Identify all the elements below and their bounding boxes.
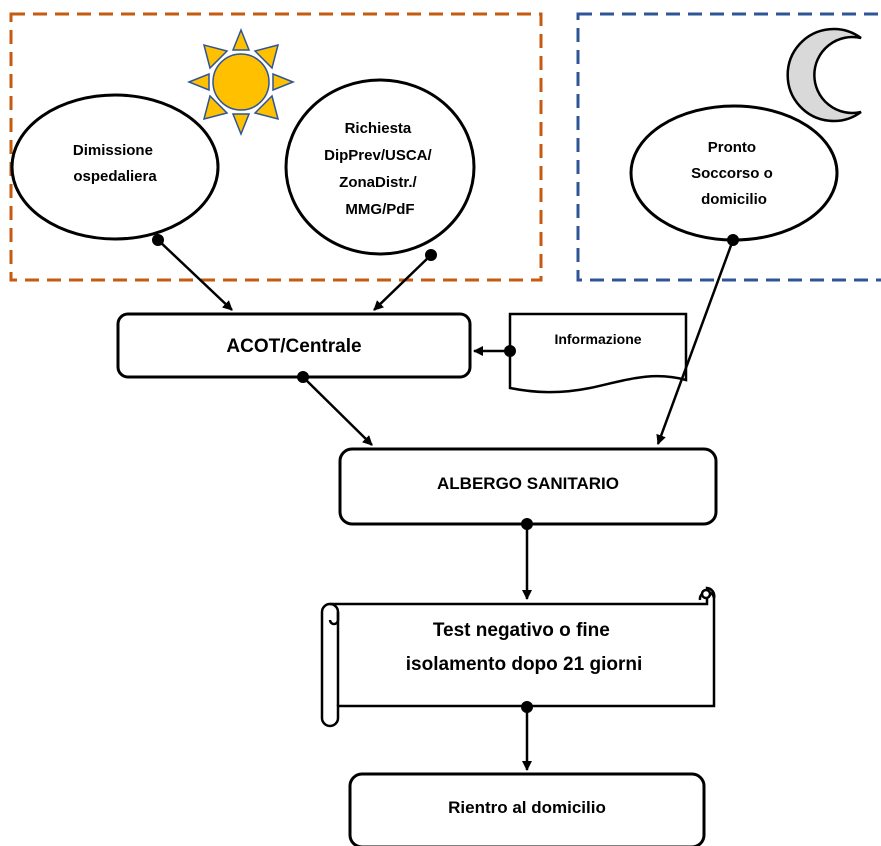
node-informazione: Informazione: [508, 312, 688, 394]
node-richiesta-line-1: Richiesta: [345, 120, 412, 137]
sun-icon: [186, 27, 296, 137]
node-pronto-line-1: Pronto: [708, 139, 756, 156]
connector-dimissione-acot: [152, 234, 233, 311]
svg-text:Pronto Soccorso o: Pronto Soccorso o domicilio: [691, 139, 777, 208]
node-richiesta-line-3: ZonaDistr./: [339, 174, 417, 191]
node-test-text: Test negativo o fine isolamento dopo 21 …: [406, 620, 642, 675]
node-pronto-soccorso: Pronto Soccorso o domicilio: [629, 104, 839, 242]
node-richiesta-line-2: DipPrev/USCA/: [324, 147, 432, 164]
svg-text:ALBERGO SANITARIO: ALBERGO SANITARIO: [437, 474, 619, 493]
node-pronto-line-3: domicilio: [701, 191, 767, 208]
day-frame: [9, 12, 543, 282]
connector-richiesta-acot: [373, 249, 437, 311]
svg-text:Informazione: Informazione: [554, 331, 641, 347]
node-dimissione-line-1: Dimissione: [73, 142, 153, 159]
svg-text:ACOT/Centrale: ACOT/Centrale: [226, 336, 361, 357]
node-richiesta: Richiesta DipPrev/USCA/ ZonaDistr./ MMG/…: [284, 78, 476, 256]
node-pronto-line-2: Soccorso o: [691, 165, 773, 182]
node-test-scroll: [320, 586, 716, 728]
node-acot: ACOT/Centrale: [116, 312, 472, 379]
svg-text:Rientro al domicilio: Rientro al domicilio: [448, 798, 606, 817]
node-test-line-1: Test negativo o fine: [433, 620, 610, 641]
node-test-line-2: isolamento dopo 21 giorni: [406, 654, 642, 675]
node-rientro: Rientro al domicilio: [348, 772, 706, 846]
connector-albergo-test: [521, 518, 533, 600]
night-frame: [576, 12, 881, 282]
node-dimissione-line-2: ospedaliera: [73, 168, 157, 185]
svg-text:Dimissione ospedaliera: Dimissione ospedaliera: [73, 142, 157, 185]
connector-pronto-albergo: [656, 234, 739, 445]
svg-text:Richiesta DipPrev/USCA/: Richiesta DipPrev/USCA/ ZonaDistr./ MMG/…: [324, 120, 436, 218]
moon-icon: [786, 27, 862, 123]
connector-test-rientro: [521, 701, 533, 771]
connector-acot-albergo: [297, 371, 373, 446]
node-richiesta-line-4: MMG/PdF: [345, 201, 414, 218]
node-albergo: ALBERGO SANITARIO: [338, 447, 718, 526]
node-dimissione: Dimissione ospedaliera: [10, 93, 220, 241]
connector-informazione-acot: [473, 345, 516, 357]
